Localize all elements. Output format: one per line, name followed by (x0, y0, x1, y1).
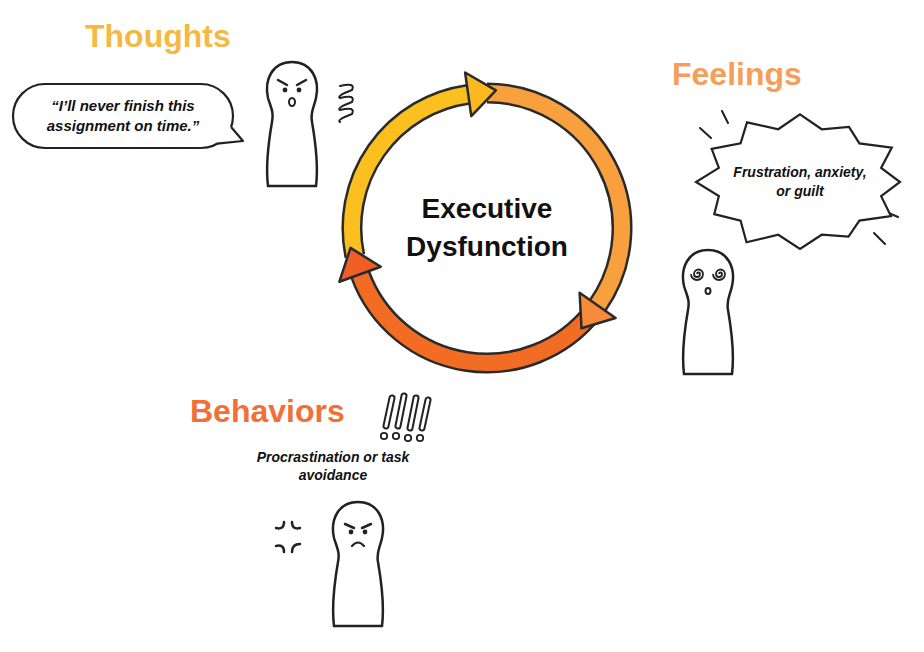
exclamation-fill (386, 396, 428, 428)
speech-bubble-outline (12, 83, 234, 149)
arrow-head (580, 293, 616, 329)
mouth (289, 98, 295, 106)
frown (352, 543, 364, 547)
exclamation-dot (405, 435, 411, 441)
figure-body (683, 250, 733, 374)
stress-scribble (339, 85, 353, 122)
section-heading: Thoughts (85, 16, 231, 58)
stick-figure (683, 250, 733, 374)
bubble-tail (217, 127, 243, 144)
anger-symbol (276, 522, 300, 552)
emotion-burst: Frustration, anxiety, or guilt (700, 117, 900, 247)
exclamation-dot (393, 433, 399, 439)
angry-brows (278, 80, 306, 85)
section-heading: Behaviors (190, 391, 345, 433)
bubble-body (13, 84, 233, 148)
figure-body (333, 502, 383, 626)
stick-figure (333, 502, 383, 626)
angry-brows (345, 524, 371, 528)
arrow-head (339, 248, 380, 282)
thought-text: “I’ll never finish this assignment on ti… (28, 96, 218, 137)
arrow-head (465, 73, 496, 117)
center-title: Executive Dysfunction (382, 190, 592, 266)
speech-bubble: “I’ll never finish this assignment on ti… (12, 83, 234, 149)
bubble-tail-fill (216, 125, 243, 144)
exclamation-marks (381, 396, 428, 441)
spiral-eye (713, 270, 725, 281)
burst-body (696, 114, 900, 249)
figure-body (267, 62, 317, 186)
emotion-burst-outline (700, 117, 900, 247)
eye (363, 530, 368, 535)
exclamation-dot (381, 433, 387, 439)
cycle-center: Executive Dysfunction (365, 106, 608, 349)
cycle-arrows (339, 73, 622, 364)
exclamation-outline (386, 396, 428, 428)
exclamation-dot (417, 435, 423, 441)
feeling-text: Frustration, anxiety, or guilt (729, 163, 871, 201)
eye (349, 530, 354, 535)
arrow-band (360, 274, 593, 363)
section-heading: Feelings (672, 54, 802, 96)
mouth (706, 288, 711, 294)
eye (283, 88, 288, 93)
eye (297, 88, 302, 93)
stick-figure (267, 62, 317, 186)
arrow-outline (360, 274, 593, 363)
behavior-note: Procrastination or task avoidance (255, 448, 411, 484)
spiral-eye (691, 270, 703, 281)
